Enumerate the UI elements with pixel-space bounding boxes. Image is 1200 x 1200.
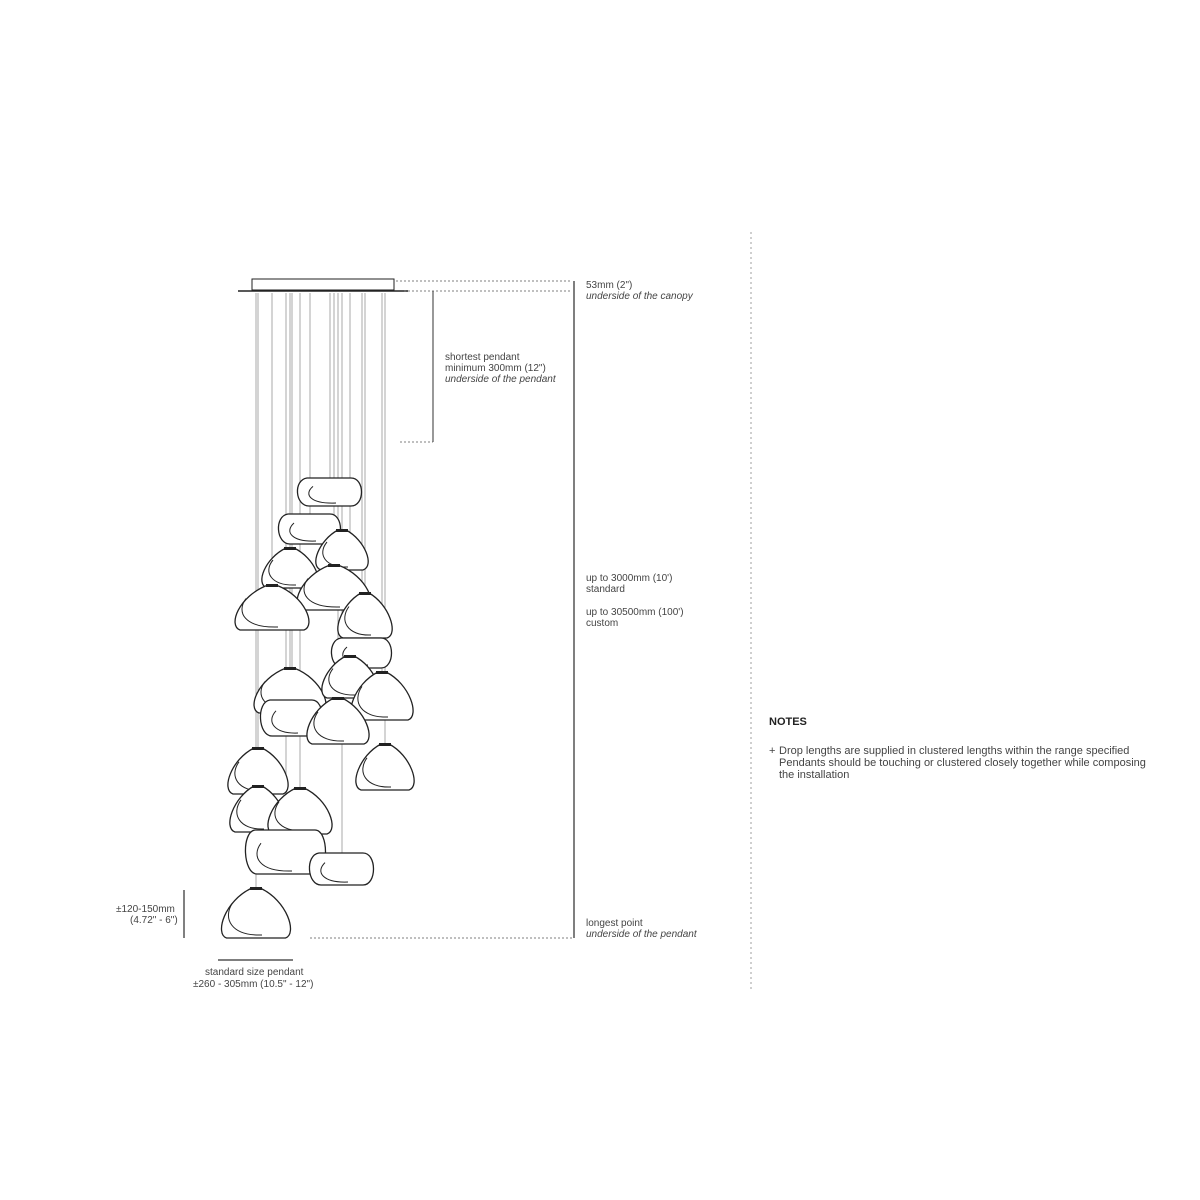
standard-drop-value: up to 3000mm (10') xyxy=(586,573,673,584)
pendant-glass-fold xyxy=(362,757,392,788)
pendant-height-mm: ±120-150mm xyxy=(116,904,175,915)
canopy-reference-label: underside of the canopy xyxy=(586,291,693,302)
pendant-glass-fold xyxy=(228,902,263,936)
pendant-cap xyxy=(359,592,371,595)
pendant-cap xyxy=(328,564,340,567)
pendant-shade xyxy=(221,887,291,939)
pendant-shade xyxy=(337,592,393,639)
pendant-glass-fold xyxy=(344,606,372,636)
pendant-glass-fold xyxy=(328,668,357,696)
pendant-width-title: standard size pendant xyxy=(205,967,304,978)
pendant-glass-fold xyxy=(241,598,279,628)
pendant-shade xyxy=(308,852,375,886)
pendant-glass-fold xyxy=(268,559,297,586)
pendant-width-value: ±260 - 305mm (10.5" - 12") xyxy=(193,979,314,990)
pendant-cap xyxy=(379,743,391,746)
pendant-cap xyxy=(284,667,296,670)
pendant-cap xyxy=(252,785,264,788)
pendant-glass-fold xyxy=(236,799,265,830)
pendant-cap xyxy=(294,787,306,790)
pendant-glass-fold xyxy=(357,686,389,718)
custom-drop-value: up to 30500mm (100') xyxy=(586,607,684,618)
pendant-glass-fold xyxy=(308,486,337,504)
pendant-cap xyxy=(252,747,264,750)
pendant-height-inches: (4.72" - 6") xyxy=(130,915,178,926)
pendant-glass-fold xyxy=(320,862,349,883)
pendant-cluster xyxy=(221,477,415,939)
shortest-pendant-minimum: minimum 300mm (12") xyxy=(445,363,546,374)
pendant-glass-fold xyxy=(313,711,345,742)
canopy-height-label: 53mm (2") xyxy=(586,280,633,291)
canopy xyxy=(238,278,408,292)
pendant-shade xyxy=(350,671,414,721)
pendant-cap xyxy=(336,529,348,532)
longest-point-title: longest point xyxy=(586,918,643,929)
pendant-shade xyxy=(355,743,415,791)
dimension-lines xyxy=(183,232,752,992)
pendant-cap xyxy=(250,887,262,890)
pendant-shade xyxy=(234,584,310,631)
pendant-shade xyxy=(227,747,289,795)
notes-text: Drop lengths are supplied in clustered l… xyxy=(779,745,1146,781)
standard-drop-label: standard xyxy=(586,584,625,595)
pendant-glass-fold xyxy=(256,842,293,872)
pendant-shade xyxy=(315,529,369,571)
pendant-cap xyxy=(344,655,356,658)
pendant-cap xyxy=(332,697,344,700)
custom-drop-label: custom xyxy=(586,618,619,629)
notes-title: NOTES xyxy=(769,716,807,728)
pendant-shade xyxy=(267,787,333,835)
notes-item: + Drop lengths are supplied in clustered… xyxy=(769,745,1169,781)
pendant-shade xyxy=(296,477,363,507)
pendant-cap xyxy=(284,547,296,550)
pendant-shade xyxy=(306,697,370,745)
pendant-cap xyxy=(376,671,388,674)
notes-bullet: + xyxy=(769,745,776,757)
pendant-cap xyxy=(266,584,278,587)
shortest-pendant-title: shortest pendant xyxy=(445,352,520,363)
pendant-glass-fold xyxy=(303,578,341,608)
pendant-glass-fold xyxy=(289,522,317,542)
longest-point-reference: underside of the pendant xyxy=(586,929,697,940)
shortest-pendant-reference: underside of the pendant xyxy=(445,374,556,385)
pendant-glass-fold xyxy=(271,710,299,734)
